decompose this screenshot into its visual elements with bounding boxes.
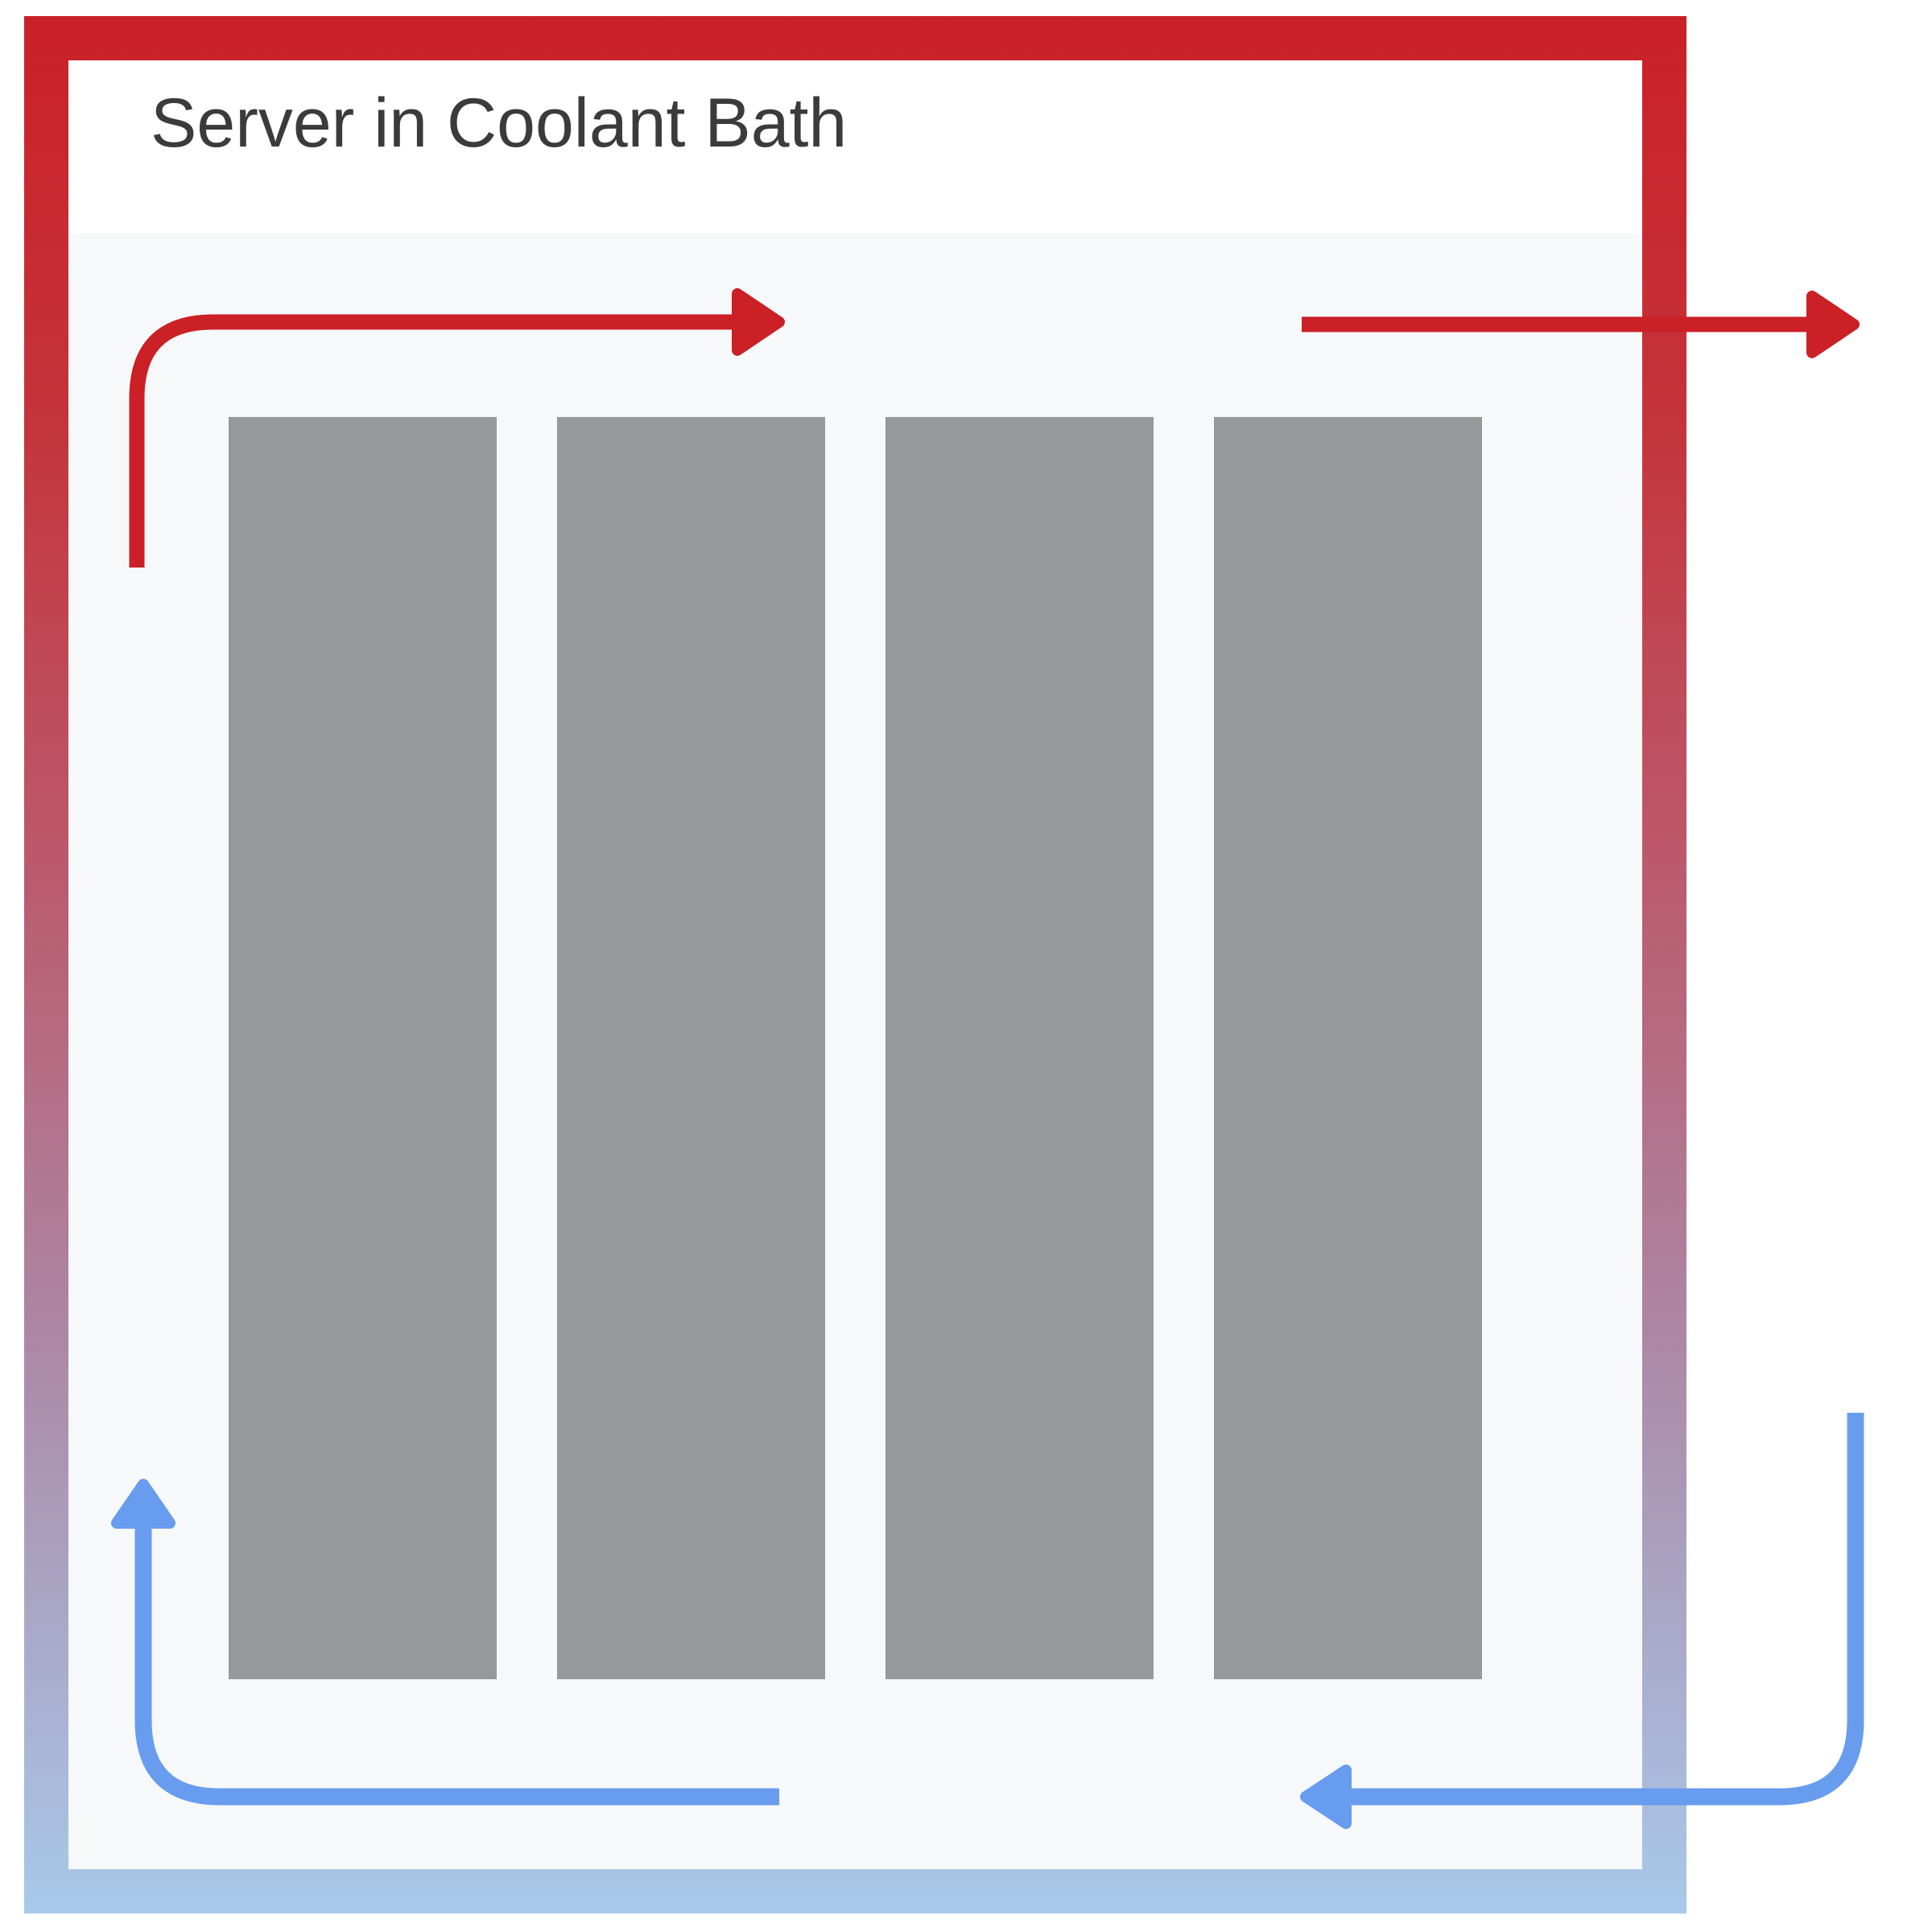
hot-coolant-exit-arrow-icon xyxy=(1302,291,1860,358)
server-board-2 xyxy=(557,417,825,1679)
cool-return-arrowhead xyxy=(1300,1765,1352,1829)
cool-rise-shaft xyxy=(134,1523,779,1806)
page-title: Server in Coolant Bath xyxy=(151,85,847,162)
server-board-3 xyxy=(886,417,1154,1679)
tank-header-band xyxy=(68,60,1642,233)
cool-rise-arrowhead xyxy=(111,1479,175,1529)
hot-outflow-shaft xyxy=(129,314,737,568)
cool-coolant-rise-arrow-icon xyxy=(111,1479,779,1806)
server-board-1 xyxy=(229,417,497,1679)
server-boards xyxy=(229,417,1482,1679)
cool-return-shaft xyxy=(1346,1413,1864,1806)
hot-exit-arrowhead xyxy=(1806,291,1860,358)
cool-coolant-return-arrow-icon xyxy=(1300,1413,1864,1829)
hot-coolant-outflow-arrow-icon xyxy=(129,288,785,568)
server-board-4 xyxy=(1214,417,1482,1679)
hot-outflow-arrowhead xyxy=(732,288,785,356)
